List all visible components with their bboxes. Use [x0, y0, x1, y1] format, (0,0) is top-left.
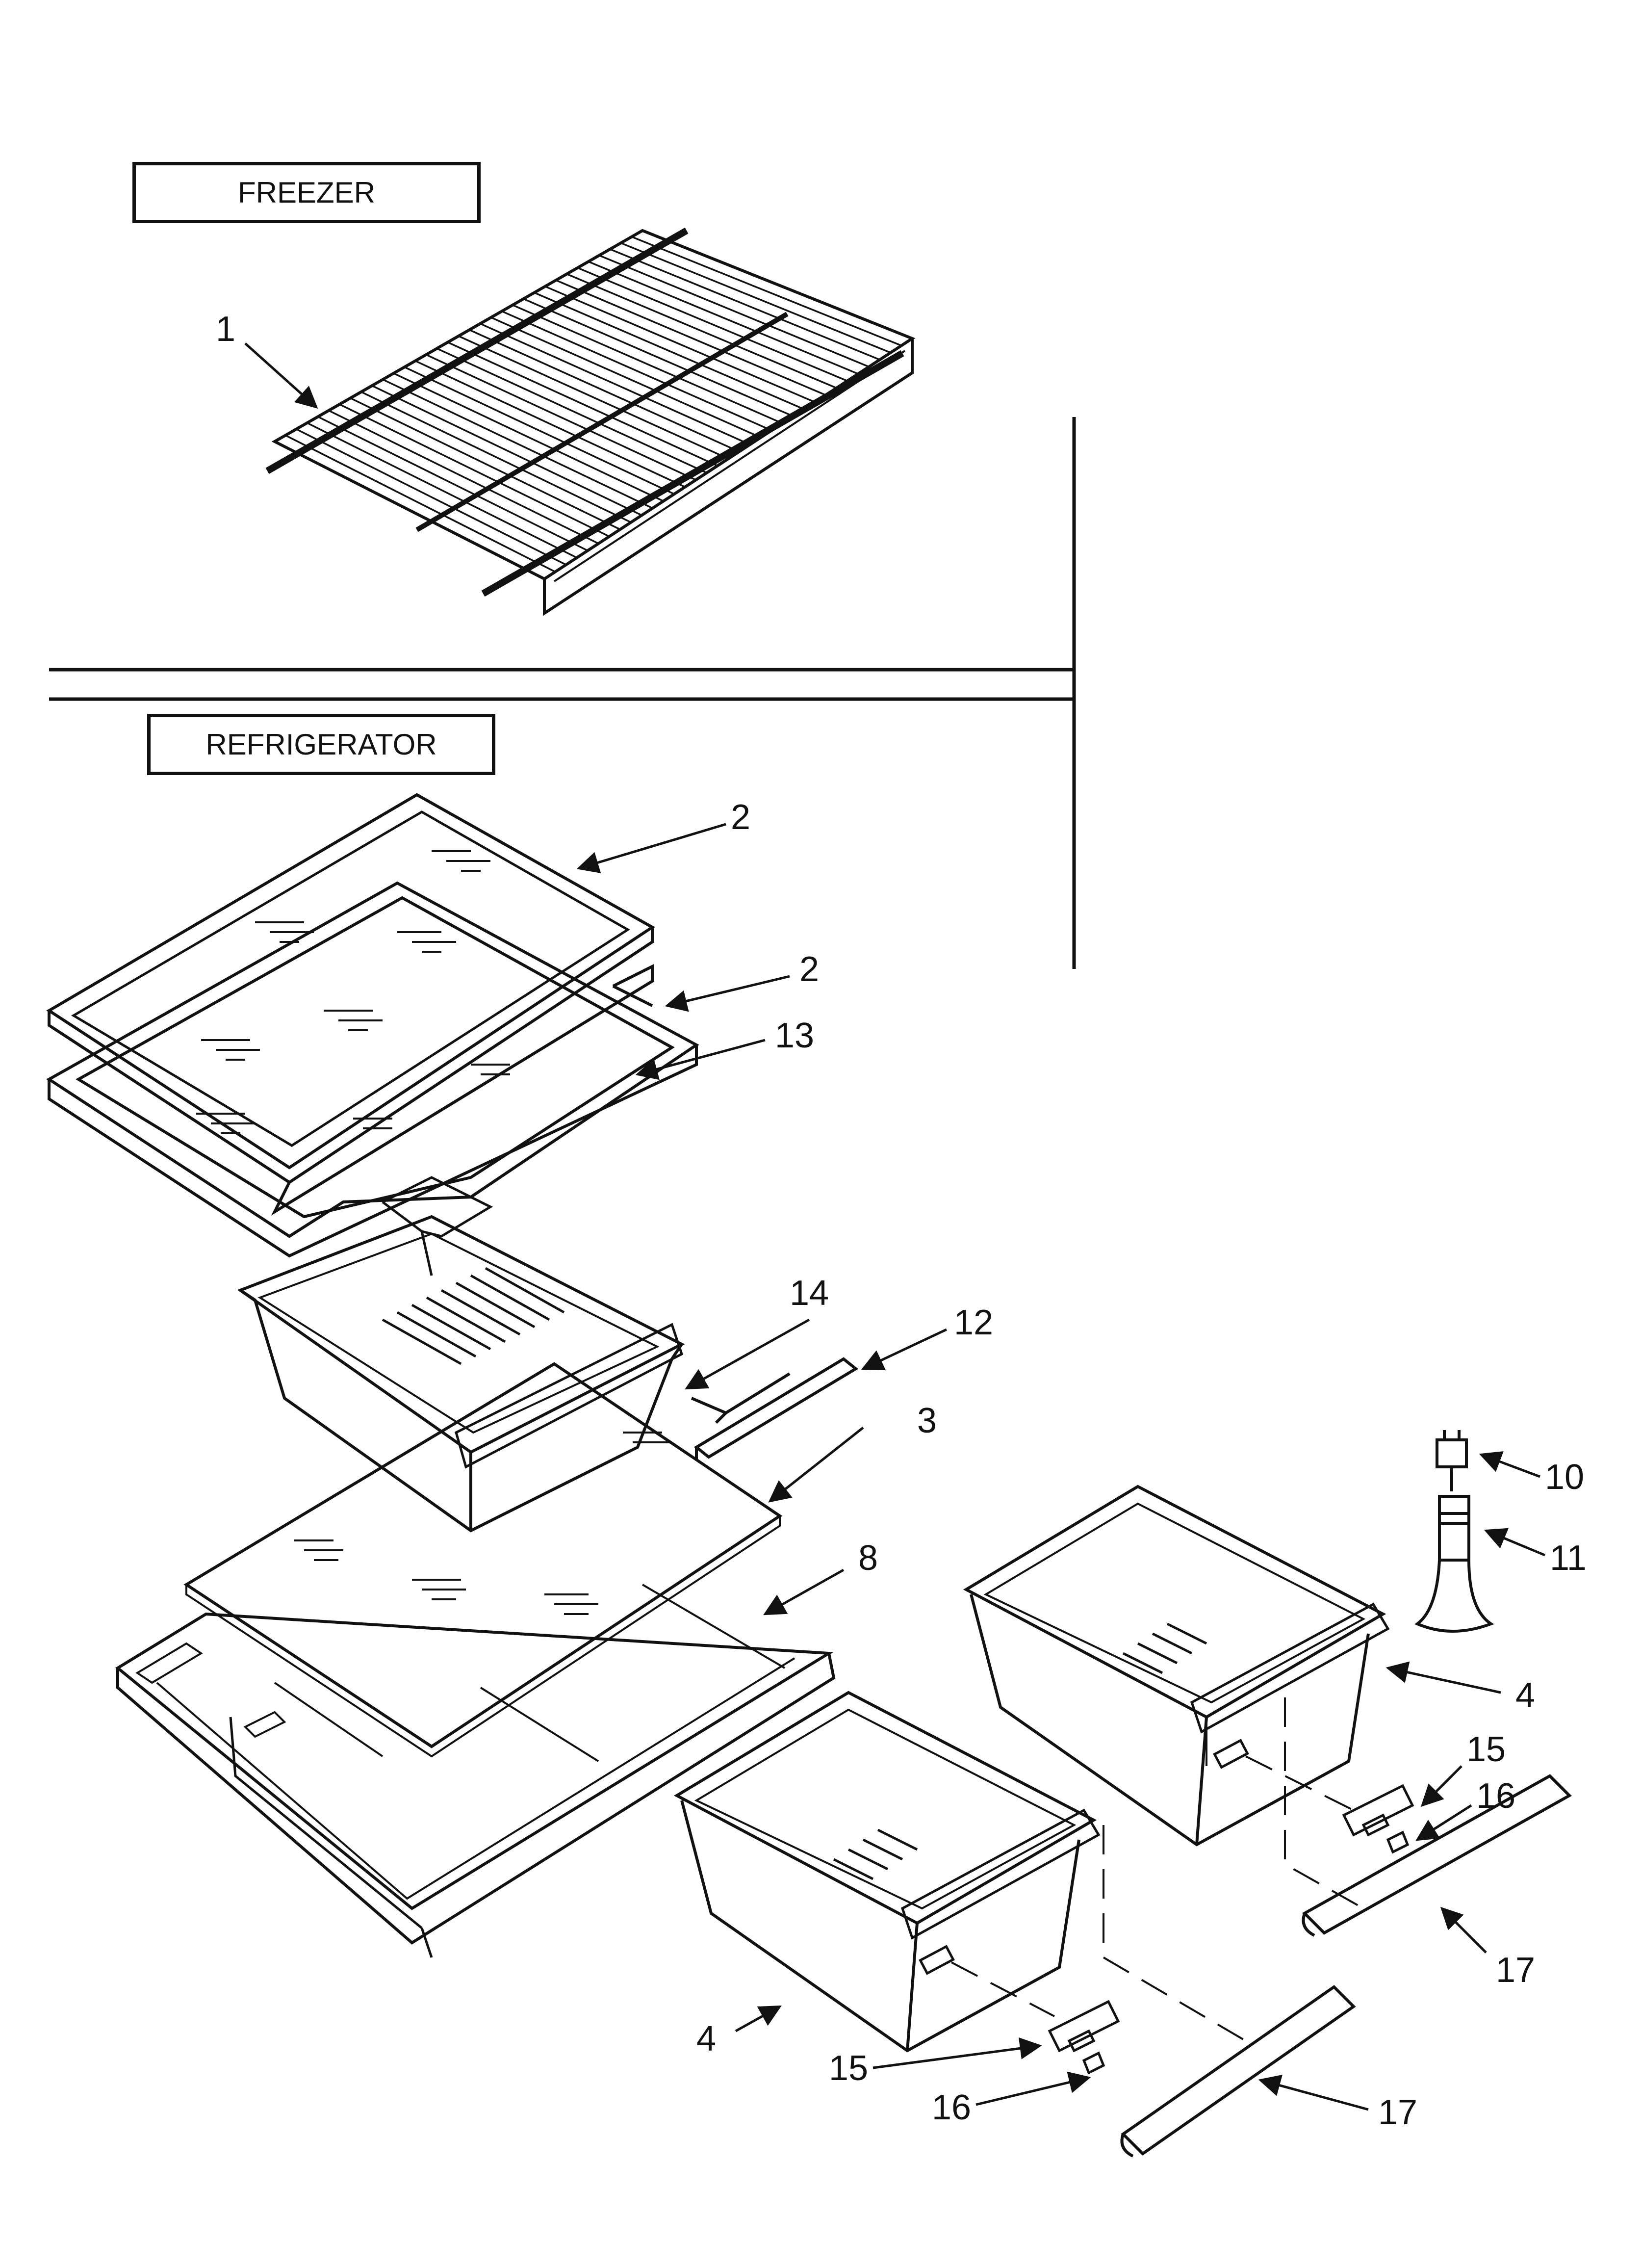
crisper-drawer-4-right	[963, 1485, 1390, 1847]
callout-leader-17b	[1258, 2074, 1369, 2111]
callout-number-11: 11	[1550, 1538, 1587, 1578]
shelf-wire	[415, 360, 686, 488]
shelf-wire	[610, 248, 880, 361]
callout-leader-4a	[1385, 1661, 1501, 1694]
freezer-wire-shelf	[265, 227, 916, 616]
shelf-wire	[426, 354, 696, 481]
shelf-wire	[317, 416, 589, 551]
assembly-dash-lines-left	[951, 1825, 1247, 2042]
shelf-wire	[307, 422, 577, 559]
callout-number-14: 14	[790, 1274, 829, 1313]
callout-number-8: 8	[858, 1538, 878, 1578]
callout-number-17: 17	[1496, 1951, 1536, 1990]
shelf-wire	[436, 347, 707, 474]
shelf-wire	[620, 242, 891, 354]
shelf-wire	[393, 372, 664, 502]
shelf-wire	[555, 279, 826, 396]
callout-leader-16a	[1415, 1804, 1472, 1841]
shelf-wire	[534, 291, 805, 410]
callout-number-12: 12	[954, 1303, 994, 1342]
section-divider	[49, 417, 1076, 969]
shelf-wire	[588, 261, 859, 375]
callout-number-3: 3	[917, 1401, 937, 1440]
callout-number-4: 4	[696, 2019, 717, 2059]
callout-number-16: 16	[932, 2088, 972, 2127]
shelf-wire	[328, 410, 599, 545]
section-label-freezer: FREEZER	[132, 162, 481, 223]
rail-17-right	[1302, 1774, 1572, 1937]
shelf-wire	[490, 316, 761, 439]
shelf-wire	[523, 298, 794, 417]
callout-leader-2a	[576, 823, 726, 873]
rail-17-left	[1120, 1985, 1356, 2158]
shelf-wire	[339, 403, 610, 538]
callout-leader-15b	[872, 2037, 1042, 2069]
callout-number-17: 17	[1378, 2093, 1418, 2132]
callout-number-2: 2	[799, 950, 820, 989]
callout-number-15: 15	[829, 2049, 869, 2088]
upper-crisper-drawer	[237, 1215, 685, 1533]
callout-leader-3	[768, 1427, 864, 1503]
callout-leader-15a	[1420, 1765, 1462, 1807]
shelf-wire	[285, 434, 556, 573]
callout-number-10: 10	[1545, 1458, 1585, 1497]
humidity-control-10-11	[1414, 1430, 1494, 1633]
shelf-wire	[404, 366, 675, 495]
shelf-wire	[566, 273, 837, 389]
callout-number-2: 2	[731, 798, 751, 837]
callout-number-15: 15	[1466, 1730, 1506, 1769]
callout-leader-4b	[735, 2005, 782, 2033]
shelf-wire	[382, 378, 653, 509]
crisper-drawer-4-left	[673, 1691, 1101, 2053]
callout-leader-10	[1479, 1451, 1540, 1478]
callout-number-4: 4	[1515, 1676, 1536, 1715]
section-label-refrigerator: REFRIGERATOR	[147, 714, 495, 775]
callout-leader-17a	[1440, 1906, 1487, 1954]
shelf-wire	[631, 236, 902, 347]
callout-leader-1	[244, 342, 318, 409]
shelf-wire	[501, 310, 772, 431]
callout-number-13: 13	[775, 1016, 815, 1055]
shelf-wire	[447, 341, 718, 467]
callout-leader-11	[1484, 1528, 1545, 1557]
crisper-frame-8	[115, 1584, 836, 1958]
shelf-wire	[512, 304, 783, 424]
shelf-wire	[458, 335, 729, 460]
shelf-wire	[599, 254, 870, 368]
callout-leader-2b	[665, 975, 790, 1012]
rail-12-and-clip-14	[691, 1357, 859, 1460]
callout-leader-13	[635, 1039, 766, 1080]
glass-shelf-2-top	[46, 793, 655, 1184]
clip-15-16-right	[1342, 1784, 1414, 1854]
callout-number-16: 16	[1476, 1776, 1516, 1816]
callout-leader-12	[861, 1328, 948, 1371]
assembly-dash-lines-right	[1245, 1697, 1364, 1909]
shelf-wire	[350, 397, 621, 530]
shelf-frame-13	[46, 881, 699, 1276]
shelf-wire	[360, 391, 632, 523]
callout-leader-14	[685, 1318, 810, 1390]
shelf-wire	[577, 267, 848, 382]
crisper-cover-glass-3	[183, 1362, 783, 1758]
callout-number-1: 1	[216, 310, 236, 349]
callout-leader-8	[763, 1568, 845, 1616]
shelf-wire	[480, 323, 750, 445]
callout-leader-16b	[975, 2071, 1091, 2106]
shelf-wire	[469, 329, 740, 453]
shelf-wire	[296, 428, 566, 566]
clip-15-16-left	[1048, 2000, 1120, 2075]
shelf-wire	[544, 286, 816, 403]
shelf-wire	[371, 385, 642, 516]
